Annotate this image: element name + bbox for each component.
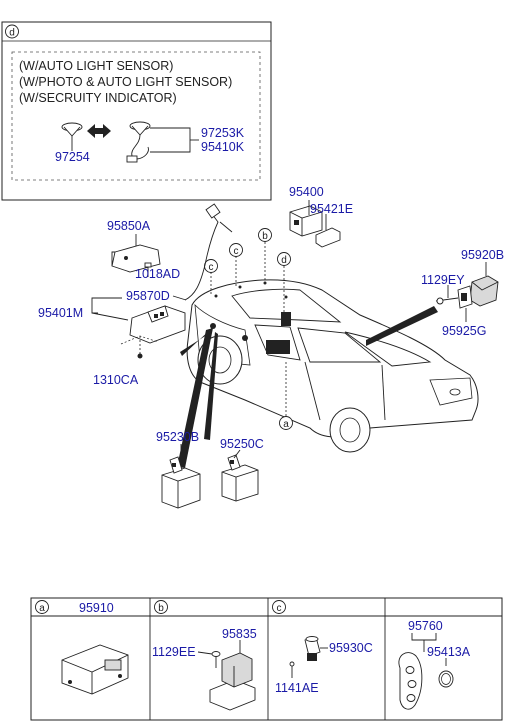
callout-95870D[interactable]: 95870D xyxy=(126,289,170,303)
antenna-cable-drawing xyxy=(184,213,219,301)
detail-d-note-2: (W/PHOTO & AUTO LIGHT SENSOR) xyxy=(19,75,232,89)
leader-wedge-95230b xyxy=(177,328,213,468)
car-drawing xyxy=(186,279,479,453)
table-header-b: b xyxy=(154,600,168,614)
svg-text:d: d xyxy=(281,255,287,266)
part-1141AE[interactable]: 1141AE xyxy=(275,681,319,695)
module-95401m-drawing xyxy=(129,305,186,344)
light-sensor-left-drawing xyxy=(61,122,83,144)
table-header-a: a 95910 xyxy=(35,600,114,615)
marker-d: d xyxy=(277,252,291,266)
part-97253K[interactable]: 97253K xyxy=(201,126,245,140)
battery-95413a-drawing xyxy=(438,670,454,688)
svg-text:c: c xyxy=(209,262,214,273)
part-95413A[interactable]: 95413A xyxy=(427,645,471,659)
detail-d-box: d (W/AUTO LIGHT SENSOR) (W/PHOTO & AUTO … xyxy=(1,21,272,201)
leader-wedge-95920b xyxy=(366,306,438,346)
sensor-95920b-drawing xyxy=(469,275,499,307)
callout-1018AD[interactable]: 1018AD xyxy=(135,267,180,281)
detail-d-circle-label: d xyxy=(9,28,15,39)
marker-c-2: c xyxy=(229,243,243,257)
part-95930C[interactable]: 95930C xyxy=(329,641,373,655)
relay-95250c-drawing xyxy=(221,454,259,502)
part-95835[interactable]: 95835 xyxy=(222,627,257,641)
bracket-95421e-drawing xyxy=(315,227,341,248)
key-fob-95760-drawing xyxy=(398,652,423,710)
module-95910-drawing xyxy=(61,644,129,695)
part-1129EE[interactable]: 1129EE xyxy=(152,645,196,659)
sensor-95930c-drawing xyxy=(304,636,321,661)
module-95400-drawing xyxy=(289,205,323,237)
part-95760[interactable]: 95760 xyxy=(408,619,443,633)
svg-text:a: a xyxy=(39,603,45,614)
detail-d-circle xyxy=(5,24,19,39)
leader-wedge-95401m xyxy=(180,328,212,356)
leader-wedge-95250c xyxy=(204,332,218,440)
relay-95230b-drawing xyxy=(161,456,201,509)
callout-1310CA[interactable]: 1310CA xyxy=(93,373,139,387)
svg-text:a: a xyxy=(283,419,289,430)
svg-text:c: c xyxy=(234,246,239,257)
callout-1129EY[interactable]: 1129EY xyxy=(421,273,465,287)
svg-text:b: b xyxy=(262,231,268,242)
svg-text:b: b xyxy=(158,603,164,614)
interchange-arrow-icon xyxy=(87,124,111,138)
detail-d-dashed-frame xyxy=(11,51,261,181)
callout-95920B[interactable]: 95920B xyxy=(461,248,504,262)
detail-d-note-1: (W/AUTO LIGHT SENSOR) xyxy=(19,59,173,73)
bracket-95925g-drawing xyxy=(457,285,473,309)
bolt-1129ey-drawing xyxy=(435,297,459,305)
table-header-c: c xyxy=(272,600,286,614)
screw-1141ae-drawing xyxy=(289,661,295,678)
callout-95421E[interactable]: 95421E xyxy=(310,202,353,216)
callout-95850A[interactable]: 95850A xyxy=(107,219,151,233)
part-97254[interactable]: 97254 xyxy=(55,150,90,164)
detail-d-note-3: (W/SECRUITY INDICATOR) xyxy=(19,91,177,105)
callout-95925G[interactable]: 95925G xyxy=(442,324,486,338)
svg-text:c: c xyxy=(277,603,282,614)
bolt-1018ad-drawing xyxy=(144,262,152,277)
table-header-part-95910[interactable]: 95910 xyxy=(79,601,114,615)
marker-b: b xyxy=(258,228,272,242)
marker-c-1: c xyxy=(204,259,218,273)
parts-table: a 95910 b c 95835 xyxy=(30,597,503,721)
callout-95401M[interactable]: 95401M xyxy=(38,306,83,320)
callout-95230B[interactable]: 95230B xyxy=(156,430,199,444)
callout-95400[interactable]: 95400 xyxy=(289,185,324,199)
callout-95250C[interactable]: 95250C xyxy=(220,437,264,451)
part-95410K[interactable]: 95410K xyxy=(201,140,245,154)
light-sensor-right-drawing xyxy=(126,121,151,163)
marker-a: a xyxy=(279,416,293,430)
